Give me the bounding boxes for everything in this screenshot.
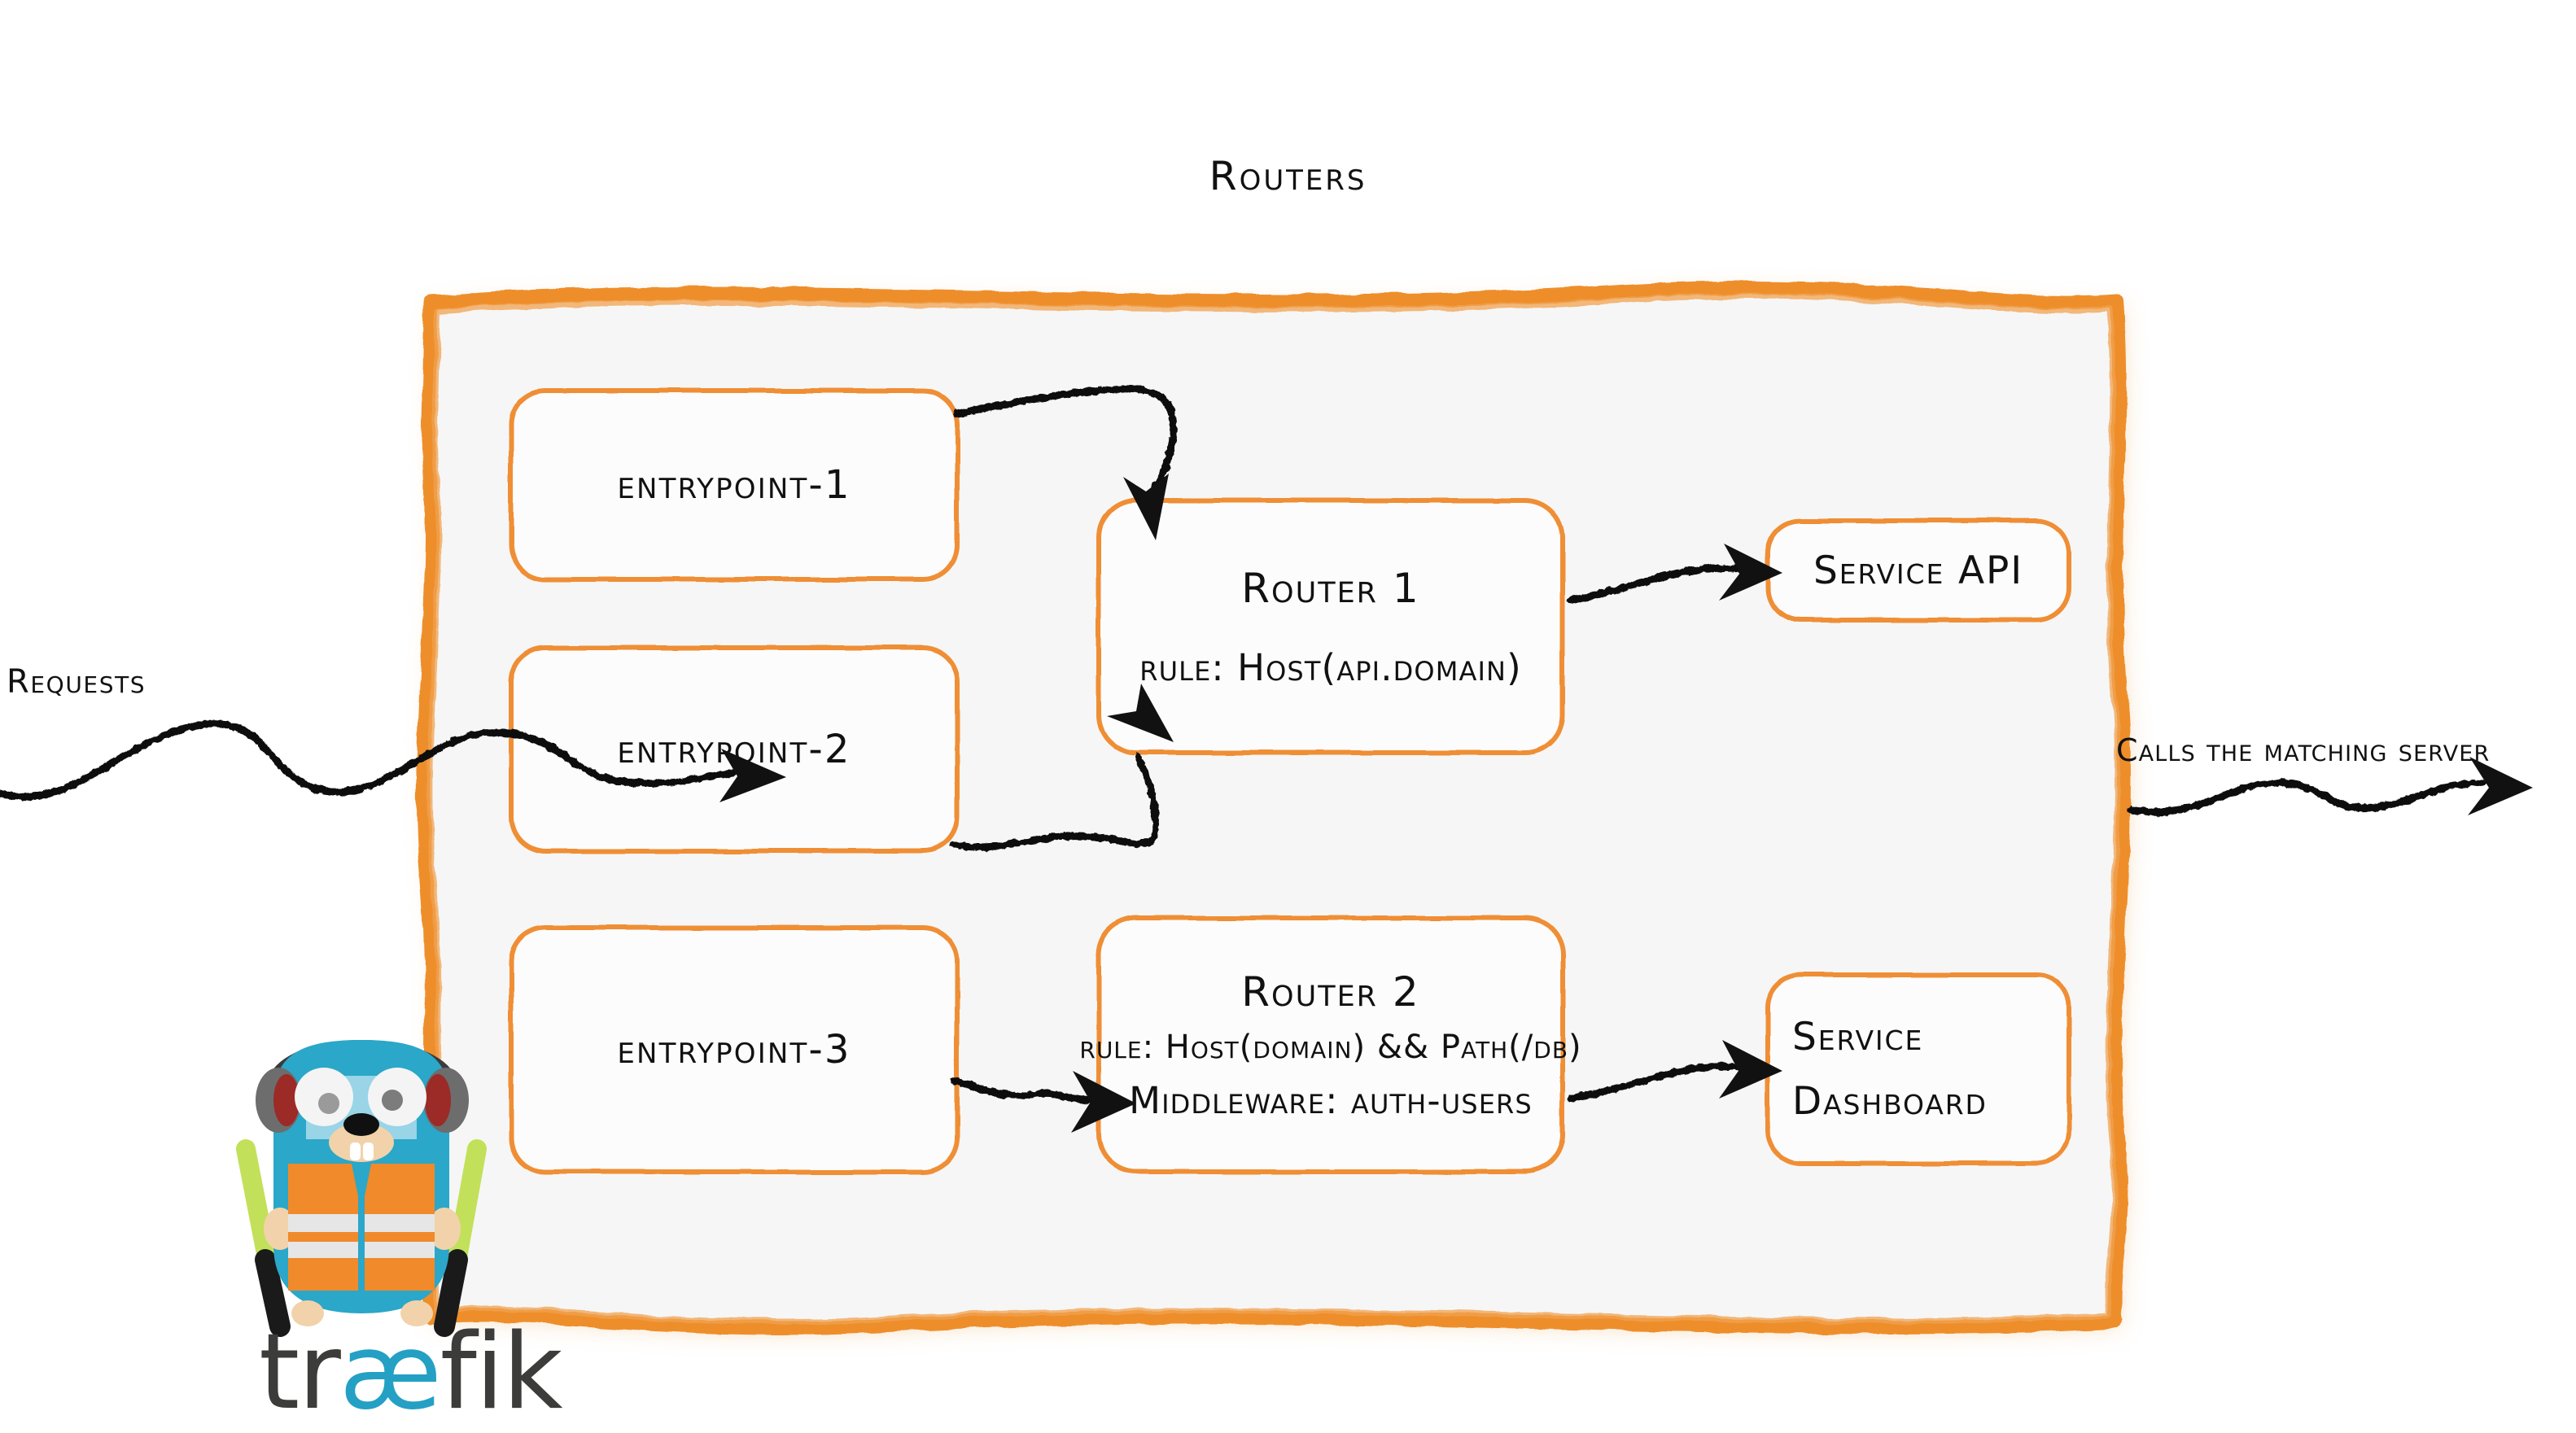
wordmark-part-before: tr [259, 1312, 341, 1433]
foot-left [291, 1300, 324, 1326]
muzzle [329, 1123, 394, 1162]
wordmark-part-after: fik [440, 1312, 563, 1433]
nose-icon [343, 1113, 379, 1136]
arm-right [428, 1208, 461, 1250]
entrypoint-box-2[interactable] [509, 645, 960, 854]
arrow-calls-server [2127, 779, 2486, 816]
entrypoint-box-3[interactable] [509, 925, 960, 1174]
calls-the-matching-server-label: Calls the matching server [2116, 732, 2491, 768]
arrow-ep2-router1 [950, 753, 1160, 851]
traefik-wordmark: træfik [259, 1312, 563, 1433]
tooth-right [363, 1142, 374, 1160]
router-box-1[interactable] [1096, 498, 1565, 755]
entrypoint-boxes [509, 388, 960, 1174]
arrowhead-requests [719, 749, 786, 802]
arrowhead-router1-serviceapi [1719, 544, 1782, 601]
entrypoint-box-1[interactable] [509, 388, 960, 582]
headphone-cup-right-inner-icon [425, 1074, 451, 1126]
foot-right [400, 1300, 433, 1326]
router-boxes [1096, 498, 1565, 1174]
arrowhead-ep3-router2 [1071, 1071, 1136, 1133]
pupil-right [382, 1090, 403, 1111]
page-title: Routers [1209, 153, 1367, 199]
service-boxes [1765, 518, 2071, 1166]
arrow-ep3-router2 [950, 1077, 1095, 1104]
headphone-cup-left-inner-icon [273, 1074, 300, 1126]
tooth-left [350, 1142, 361, 1160]
wordmark-ae-ligature: æ [339, 1312, 442, 1433]
traefik-gopher-mascot [236, 1040, 487, 1337]
arrow-ep1-router1 [953, 385, 1178, 505]
glow-stick-right-icon [434, 1139, 487, 1337]
requests-label: Requests [7, 663, 147, 701]
arrow-heads [719, 474, 2533, 1133]
arrowhead-ep1-router1 [1123, 474, 1169, 540]
arrow-requests [0, 719, 737, 801]
router-box-2[interactable] [1096, 915, 1565, 1174]
arrowhead-calls-server [2468, 757, 2533, 815]
arrowhead-ep2-router1 [1107, 684, 1174, 742]
vest-center-gap [358, 1164, 365, 1294]
glow-stick-left-icon [236, 1139, 291, 1337]
arrowhead-router2-dashboard [1719, 1040, 1782, 1099]
pupil-left [318, 1093, 339, 1114]
